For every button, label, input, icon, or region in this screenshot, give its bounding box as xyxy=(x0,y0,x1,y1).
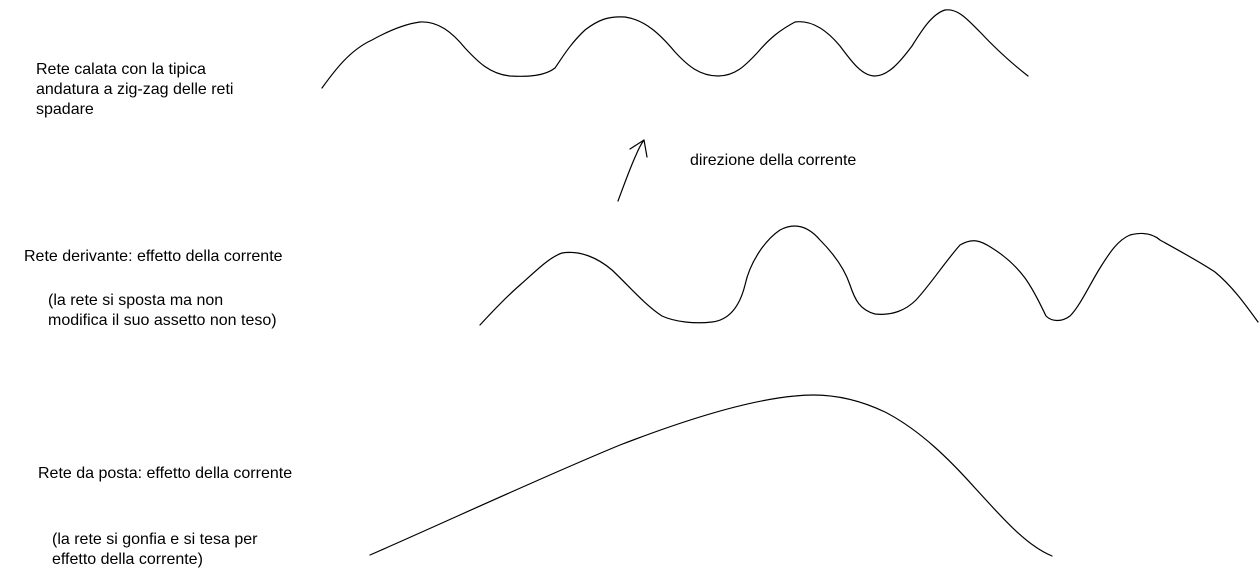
zigzag-net-label-line-2: andatura a zig-zag delle reti xyxy=(36,81,234,98)
set-net-title: Rete da posta: effetto della corrente xyxy=(38,465,293,482)
zigzag-net-label: Rete calata con la tipica andatura a zig… xyxy=(36,60,233,120)
current-arrow-head xyxy=(629,139,648,158)
set-net-note: (la rete si gonfia e si tesa per effetto… xyxy=(52,530,257,570)
set-net-note-line-1: (la rete si gonfia e si tesa per xyxy=(52,531,258,548)
drifting-net-note-line-1: (la rete si sposta ma non xyxy=(48,292,224,309)
drifting-net-title: Rete derivante: effetto della corrente xyxy=(24,248,283,265)
zigzag-net-label-line-1: Rete calata con la tipica xyxy=(36,61,206,78)
current-direction-label: direzione della corrente xyxy=(690,152,857,169)
set-net-curve xyxy=(369,394,1053,557)
zigzag-net-curve xyxy=(321,9,1029,89)
current-arrow-shaft xyxy=(617,139,645,202)
set-net-note-line-2: effetto della corrente) xyxy=(52,551,203,568)
zigzag-net-label-line-3: spadare xyxy=(36,101,94,118)
drifting-net-note: (la rete si sposta ma non modifica il su… xyxy=(48,291,277,331)
drifting-net-curve xyxy=(479,225,1259,326)
drifting-net-note-line-2: modifica il suo assetto non teso) xyxy=(48,312,277,329)
